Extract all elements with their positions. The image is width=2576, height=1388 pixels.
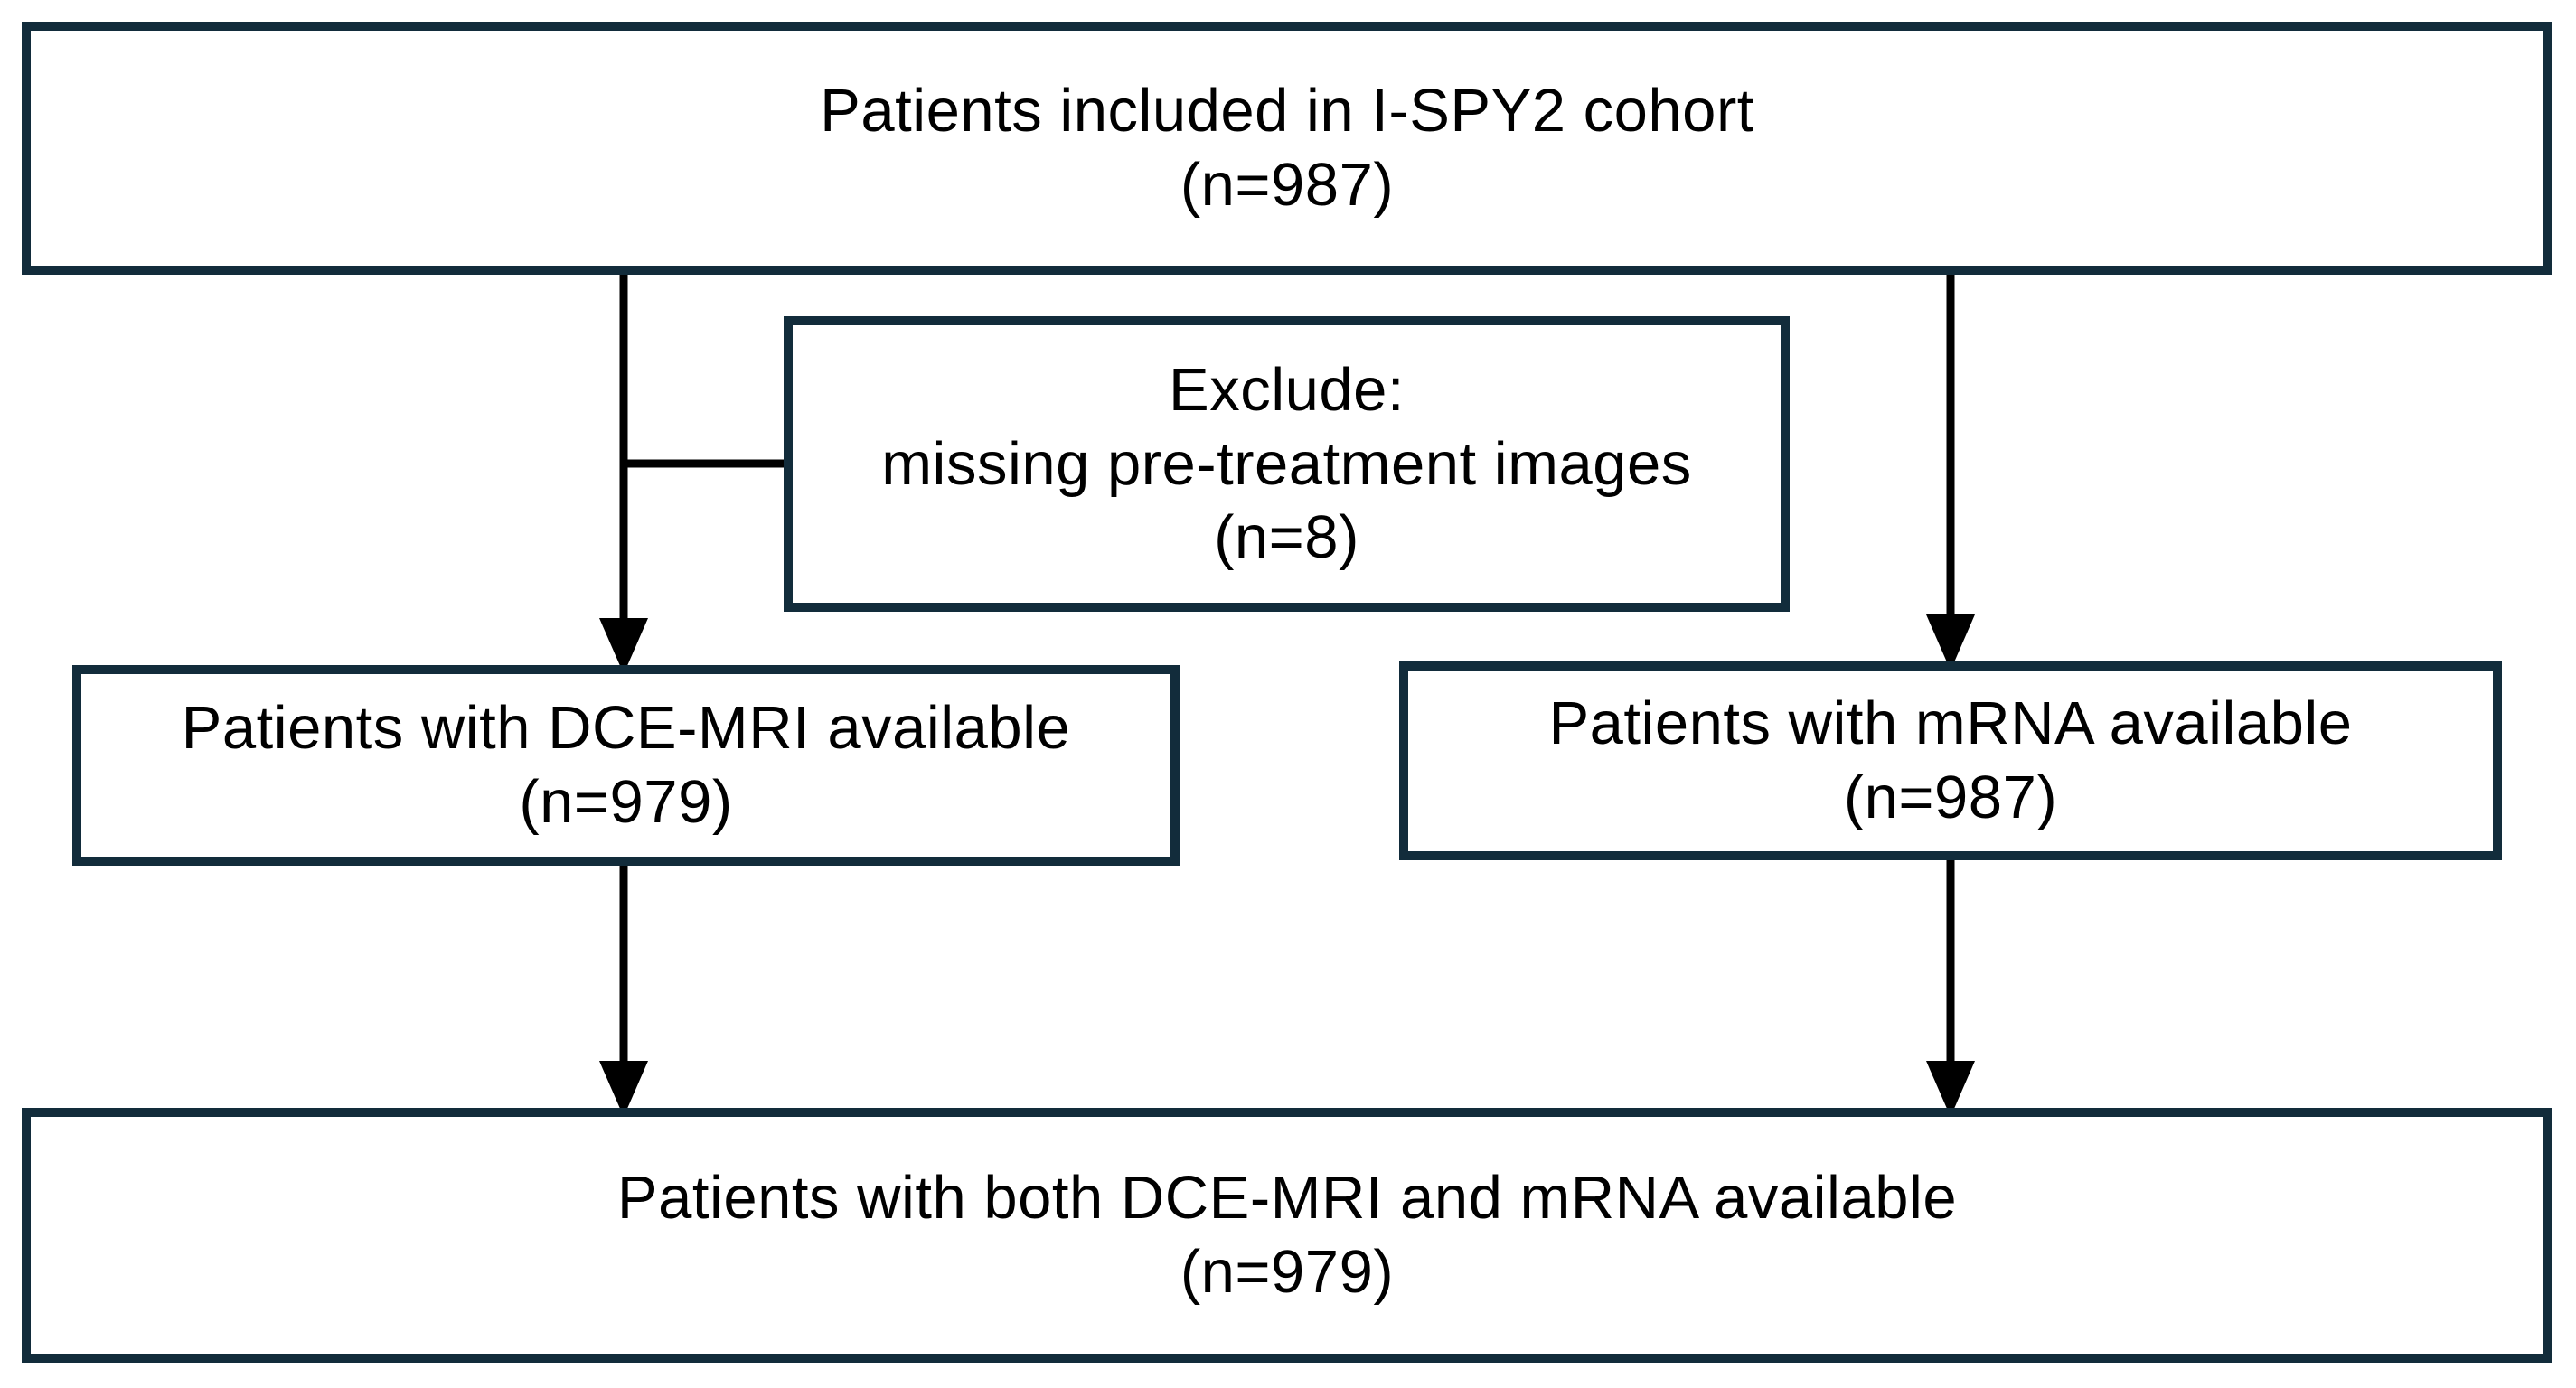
arrow-dce-to-both bbox=[599, 862, 648, 1117]
node-mrna-count: (n=987) bbox=[1843, 764, 2058, 831]
node-cohort-count: (n=987) bbox=[1180, 151, 1395, 219]
arrow-cohort-to-mrna bbox=[1926, 271, 1975, 671]
node-both-count: (n=979) bbox=[1180, 1238, 1395, 1306]
node-both-label: Patients with both DCE-MRI and mRNA avai… bbox=[616, 1164, 1958, 1233]
node-both-available: Patients with both DCE-MRI and mRNA avai… bbox=[22, 1108, 2552, 1363]
node-dce-mri: Patients with DCE-MRI available (n=979) bbox=[72, 665, 1180, 866]
node-dce-count: (n=979) bbox=[519, 768, 733, 836]
node-exclude-count: (n=8) bbox=[1214, 503, 1359, 572]
node-exclude: Exclude: missing pre-treatment images (n… bbox=[784, 316, 1790, 612]
node-dce-label: Patients with DCE-MRI available bbox=[181, 694, 1071, 763]
node-mrna-label: Patients with mRNA available bbox=[1548, 689, 2353, 758]
node-cohort: Patients included in I-SPY2 cohort (n=98… bbox=[22, 22, 2552, 275]
node-exclude-title: Exclude: bbox=[1169, 355, 1405, 424]
node-cohort-label: Patients included in I-SPY2 cohort bbox=[820, 77, 1754, 145]
arrow-cohort-to-dce bbox=[599, 271, 648, 674]
node-exclude-reason: missing pre-treatment images bbox=[881, 429, 1692, 498]
arrow-mrna-to-both bbox=[1926, 858, 1975, 1117]
node-mrna: Patients with mRNA available (n=987) bbox=[1399, 661, 2502, 860]
